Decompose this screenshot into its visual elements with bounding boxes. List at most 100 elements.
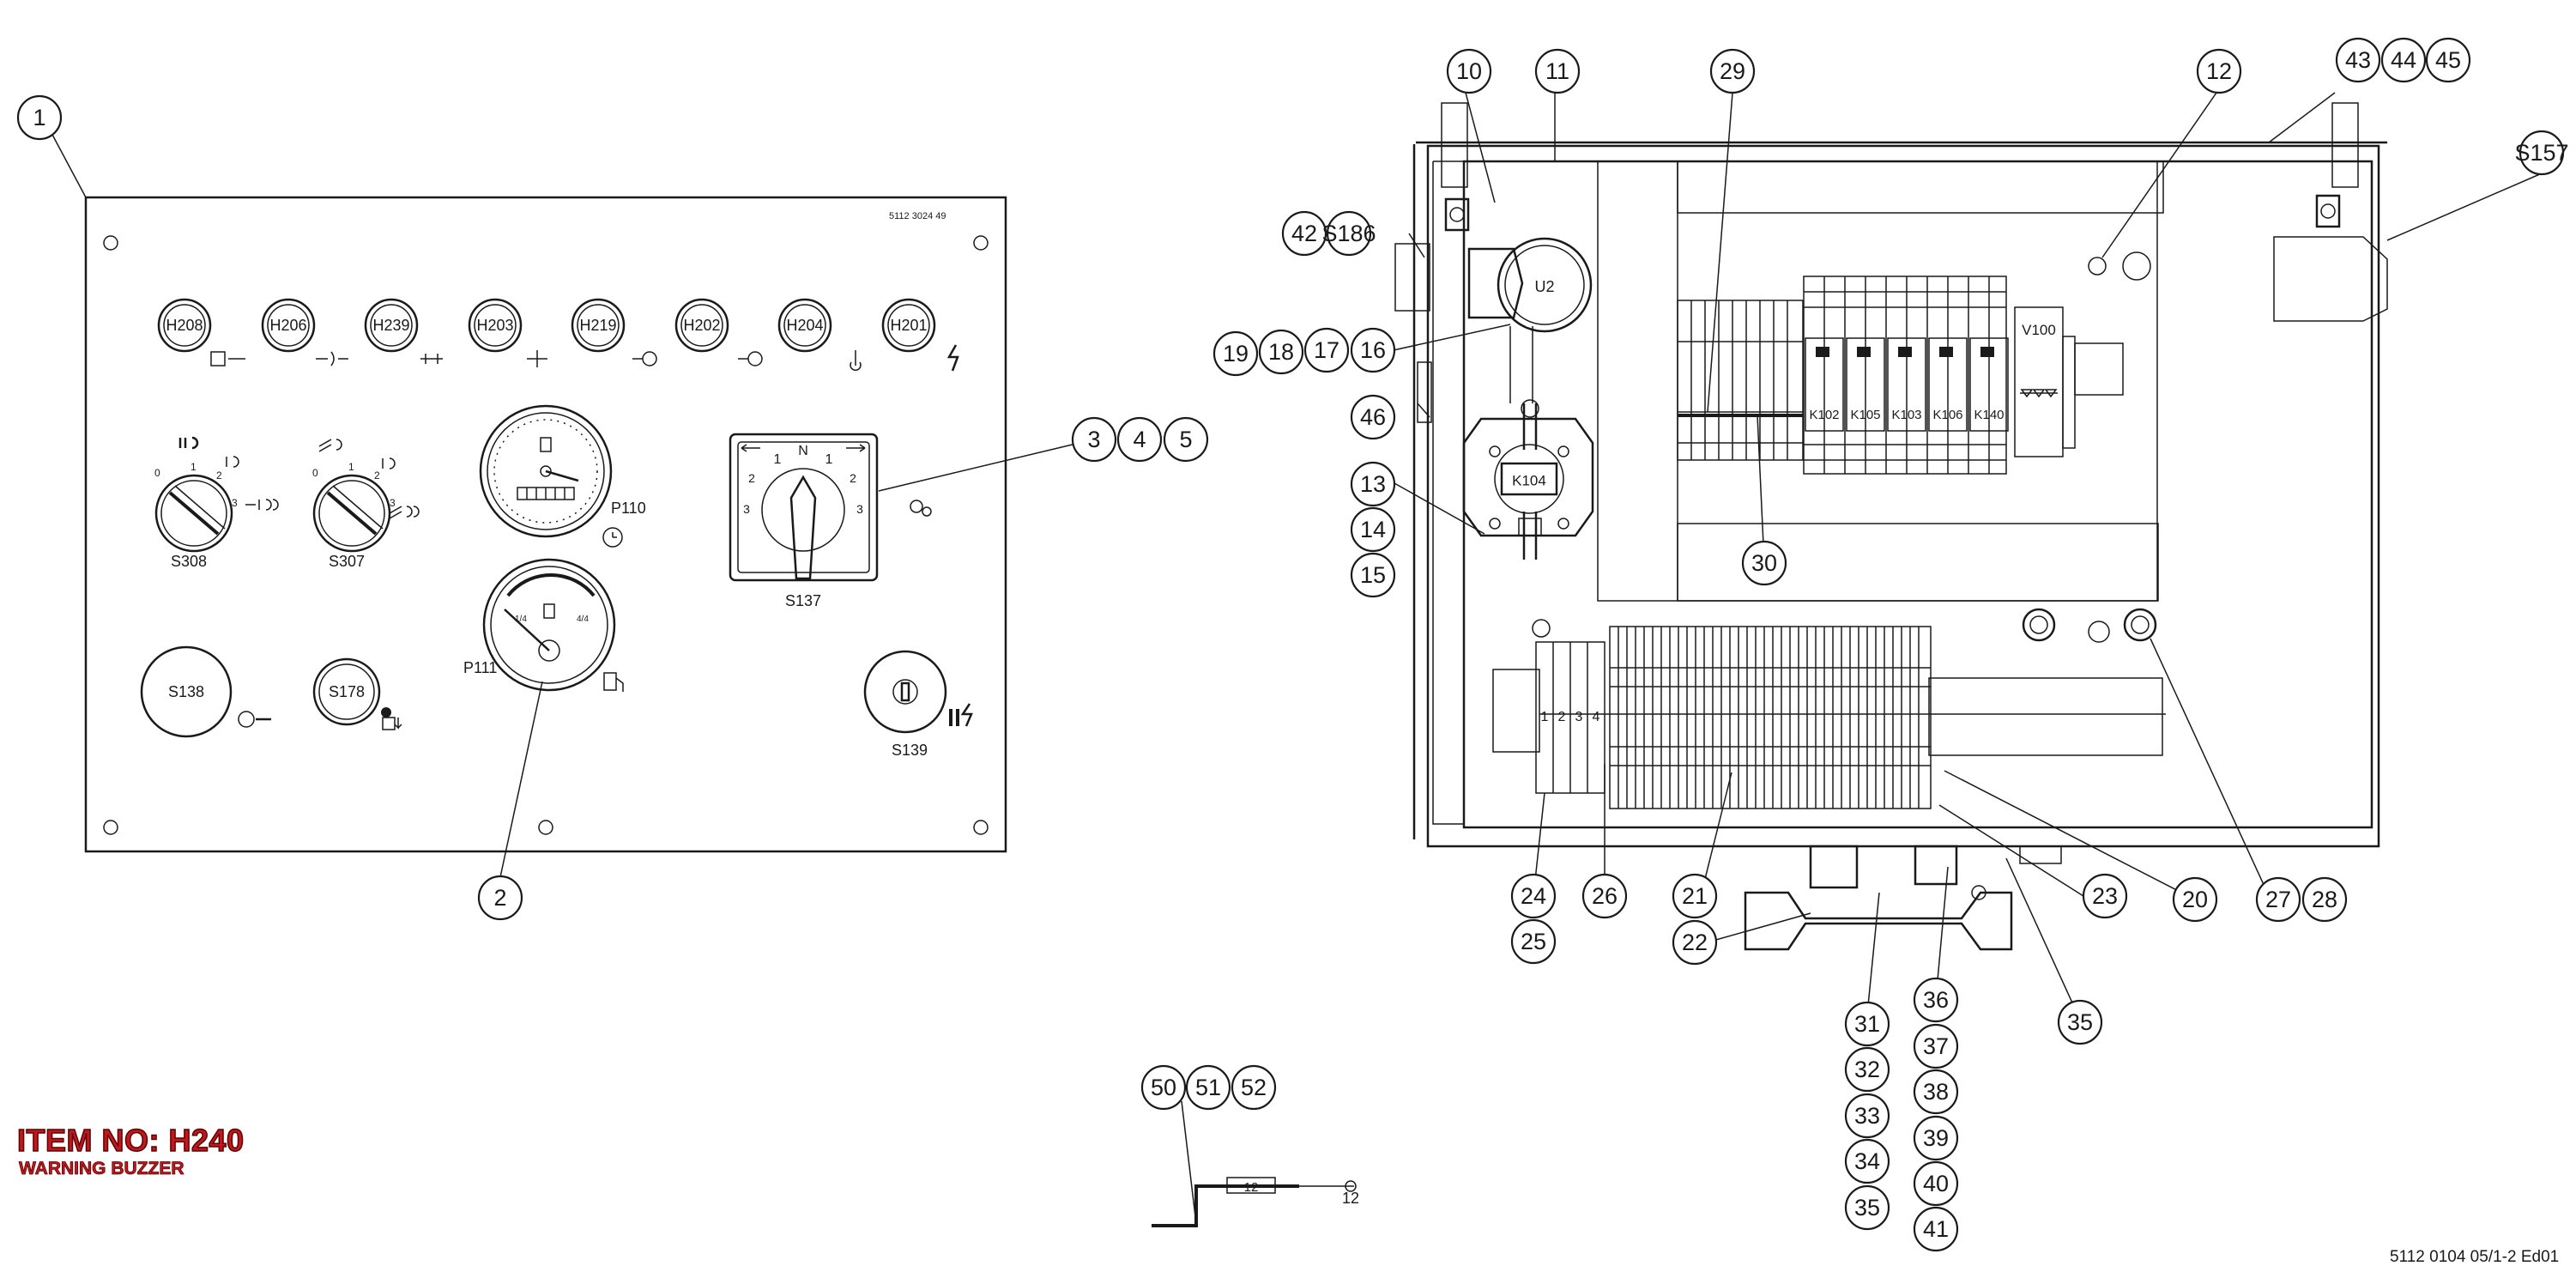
terminal-4: 4 xyxy=(1593,710,1600,724)
connectors xyxy=(1532,608,2157,643)
svg-text:23: 23 xyxy=(2092,883,2118,909)
svg-text:28: 28 xyxy=(2312,887,2337,912)
buzzer-u2-label: U2 xyxy=(1534,278,1554,295)
svg-text:15: 15 xyxy=(1360,562,1386,588)
svg-text:17: 17 xyxy=(1314,337,1339,363)
key-switch-s139[interactable]: S139 xyxy=(863,650,973,759)
indicator-h203: H203 xyxy=(468,298,523,353)
indicator-h203-label: H203 xyxy=(476,317,513,334)
svg-text:2: 2 xyxy=(493,885,506,911)
callout-31: 31 xyxy=(1844,1001,1890,1047)
svg-text:36: 36 xyxy=(1923,987,1949,1013)
callout-26: 26 xyxy=(1581,873,1628,919)
svg-text:0: 0 xyxy=(154,467,160,479)
arrow-right-icon xyxy=(846,444,866,452)
indicator-h204-label: H204 xyxy=(786,317,823,334)
relay-k102-label: K102 xyxy=(1809,408,1839,422)
callout-18: 18 xyxy=(1258,329,1304,375)
callout-s157: S157 xyxy=(2514,130,2569,176)
svg-text:3: 3 xyxy=(390,497,396,509)
gauge-p111-label: P111 xyxy=(463,659,497,676)
svg-text:34: 34 xyxy=(1854,1148,1880,1174)
latch-left xyxy=(1441,102,1470,232)
thermometer-icon xyxy=(850,350,862,371)
lightning-icon xyxy=(946,344,959,372)
svg-text:26: 26 xyxy=(1592,883,1618,909)
button-s138[interactable]: S138 xyxy=(140,645,271,738)
callout-2: 2 xyxy=(477,875,523,921)
item-subtitle: WARNING BUZZER xyxy=(19,1159,184,1179)
fuel-pump-switch-icon xyxy=(381,707,391,718)
svg-text:3: 3 xyxy=(1087,427,1100,452)
callout-20: 20 xyxy=(2172,876,2218,923)
indicator-h206-label: H206 xyxy=(269,317,306,334)
svg-text:44: 44 xyxy=(2391,47,2416,73)
indicator-h201-label: H201 xyxy=(890,317,927,334)
relay-k140-label: K140 xyxy=(1974,408,2004,422)
callouts: 1 2 3 4 5 10 11 12 13 14 15 16 17 18 19 … xyxy=(16,37,2569,1252)
s137-pos-2l: 2 xyxy=(748,471,755,485)
callout-32: 32 xyxy=(1844,1046,1890,1093)
indicator-h202-label: H202 xyxy=(683,317,720,334)
svg-text:20: 20 xyxy=(2182,887,2208,912)
svg-text:3: 3 xyxy=(232,497,238,509)
s137-pos-2r: 2 xyxy=(850,471,856,485)
callout-29: 29 xyxy=(1709,48,1756,94)
callout-14: 14 xyxy=(1350,506,1396,553)
oil-temp-icon xyxy=(747,351,763,366)
relay-k103-label: K103 xyxy=(1891,408,1921,422)
wire-end-label: 12 xyxy=(1342,1190,1359,1207)
svg-text:40: 40 xyxy=(1923,1171,1949,1196)
callout-19: 19 xyxy=(1212,330,1259,377)
fuel-scale-quarter: 1/4 xyxy=(515,615,527,624)
svg-text:37: 37 xyxy=(1923,1033,1949,1059)
lamp-symbols xyxy=(210,344,959,372)
switch-s137[interactable]: N 1 1 2 2 3 3 S137 xyxy=(729,433,932,609)
svg-text:25: 25 xyxy=(1521,929,1546,954)
relay-k104: K104 xyxy=(1462,399,1594,560)
callout-15: 15 xyxy=(1350,552,1396,598)
button-s138-label: S138 xyxy=(168,683,204,700)
callout-30: 30 xyxy=(1741,540,1787,586)
callout-24: 24 xyxy=(1510,873,1557,919)
button-s178[interactable]: S178 xyxy=(312,657,402,730)
svg-text:52: 52 xyxy=(1241,1075,1267,1100)
callout-22: 22 xyxy=(1672,919,1718,966)
switch-s307-label: S307 xyxy=(329,553,365,570)
callout-13: 13 xyxy=(1350,461,1396,507)
callout-36: 36 xyxy=(1913,977,1959,1023)
svg-text:11: 11 xyxy=(1545,58,1569,84)
relay-k106: K106 xyxy=(1928,337,1968,432)
callout-40: 40 xyxy=(1913,1160,1959,1207)
svg-text:21: 21 xyxy=(1682,883,1708,909)
svg-text:35: 35 xyxy=(1854,1195,1880,1220)
callout-21: 21 xyxy=(1672,873,1718,919)
switch-s137-label: S137 xyxy=(785,592,821,609)
svg-text:45: 45 xyxy=(2435,47,2461,73)
terminal-rail: 1 2 3 4 xyxy=(1492,626,2166,809)
beam-3-icon xyxy=(389,506,420,519)
indicator-h206: H206 xyxy=(261,298,316,353)
indicator-h204: H204 xyxy=(777,298,832,353)
svg-text:14: 14 xyxy=(1360,517,1386,542)
s137-pos-1l: 1 xyxy=(774,452,782,467)
callout-4: 4 xyxy=(1116,416,1163,463)
relay-k140: K140 xyxy=(1969,337,2009,432)
callout-46: 46 xyxy=(1350,394,1396,440)
fuel-icon xyxy=(603,672,617,691)
svg-text:32: 32 xyxy=(1854,1057,1880,1082)
callout-12: 12 xyxy=(2196,48,2242,94)
control-panel: 5112 3024 49 H208 H206 H239 H203 H219 H2… xyxy=(84,196,1007,853)
callout-3: 3 xyxy=(1071,416,1117,463)
relay-k102: K102 xyxy=(1805,337,1844,432)
callout-44: 44 xyxy=(2380,37,2427,83)
worklight-icon xyxy=(245,499,279,511)
callout-11: 11 xyxy=(1534,48,1581,94)
switch-s308-label: S308 xyxy=(171,553,207,570)
callout-45: 45 xyxy=(2425,37,2471,83)
buzzer-u2: U2 xyxy=(1467,237,1593,403)
headlight-icon xyxy=(226,456,239,468)
